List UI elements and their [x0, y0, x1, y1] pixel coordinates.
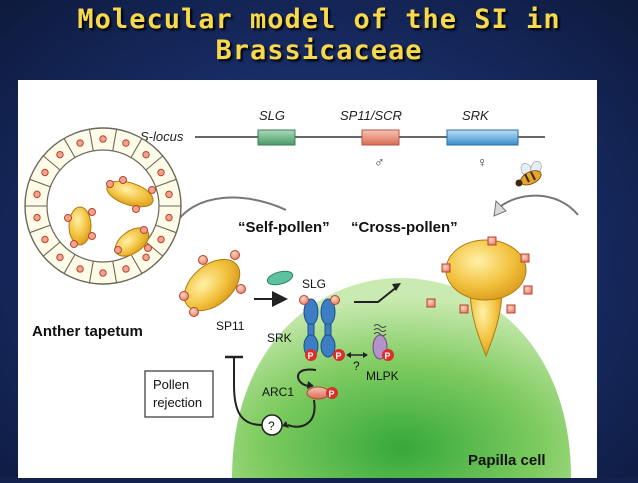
mlpk-phospho: P — [382, 349, 394, 361]
tapetum-cell-wall — [63, 254, 76, 274]
bee-to-cross-arrow — [495, 194, 579, 216]
gene-sp11-label: SP11/SCR — [340, 108, 402, 123]
tapetum-cell-nucleus — [56, 253, 64, 262]
arc1-activation-arrow — [297, 368, 317, 387]
tapetum-cell-nucleus — [33, 190, 41, 199]
sp11-label: SP11 — [216, 319, 245, 333]
tapetum-cell-wall — [42, 155, 61, 171]
tapetum-cell-wall — [63, 138, 76, 158]
tapetum-cell-wall — [130, 138, 143, 158]
anther-tapetum-label: Anther tapetum — [32, 323, 143, 340]
tapetum-cell-wall — [88, 261, 94, 283]
unknown-step-label: ? — [268, 419, 275, 433]
anther-pollen-grain — [106, 176, 156, 213]
cross-pollen-label: “Cross-pollen” — [351, 219, 458, 236]
tapetum-cell-nucleus — [122, 265, 130, 273]
arc1-to-unknown-arrow — [287, 399, 316, 428]
male-symbol: ♂ — [374, 154, 385, 170]
tapetum-cell-nucleus — [41, 235, 49, 244]
cross-pollen-accept-arrow — [354, 285, 399, 303]
srk-label: SRK — [267, 331, 292, 345]
svg-text:P: P — [329, 389, 335, 399]
tapetum-cell-wall — [112, 129, 118, 151]
pollen-rejection-line1: Pollen — [153, 377, 189, 392]
srk-phospho-left: P — [305, 349, 317, 361]
cross-sp11-ligand — [426, 298, 436, 308]
arc1-label: ARC1 — [262, 385, 294, 399]
pollen-rejection-box — [144, 370, 214, 418]
self-pollen-grain — [179, 250, 246, 317]
mlpk-label: MLPK — [366, 369, 399, 383]
tapetum-cell-wall — [130, 254, 143, 274]
anther-to-self-arrow — [172, 196, 287, 229]
sp11-gene-box — [361, 129, 400, 146]
tapetum-cell-wall — [42, 241, 61, 257]
tapetum-cell-nucleus — [157, 235, 165, 244]
srk-mlpk-question: ? — [353, 359, 360, 373]
bee-icon — [515, 160, 542, 187]
tapetum-cell-wall — [145, 155, 164, 171]
tapetum-cell-nucleus — [142, 150, 150, 159]
tapetum-cell-nucleus — [56, 150, 64, 159]
tapetum-cell-wall — [29, 224, 51, 234]
tapetum-cell-nucleus — [157, 168, 165, 177]
tapetum-cell-nucleus — [122, 139, 130, 147]
tapetum-cell-wall — [155, 178, 177, 188]
srk-gene-box — [446, 129, 519, 146]
si-model-diagram: S-locus SLG SP11/SCR SRK ♂ ♀ — [24, 108, 579, 478]
tapetum-cell-nucleus — [142, 253, 150, 262]
papilla-cell-label: Papilla cell — [468, 452, 546, 469]
arc1-protein — [306, 386, 330, 400]
pollen-rejection-line2: rejection — [153, 395, 202, 410]
slide-title-line1: Molecular model of the SI in — [77, 4, 561, 35]
svg-text:P: P — [336, 351, 342, 361]
tapetum-cell-nucleus — [165, 213, 173, 222]
anther-pollen-grain — [64, 206, 96, 248]
slide-title-line2: Brassicaceae — [215, 35, 423, 66]
tapetum-cell-wall — [112, 261, 118, 283]
cross-pollen-grain — [441, 236, 533, 358]
tapetum-cell-nucleus — [76, 139, 84, 147]
tapetum-cell-nucleus — [33, 213, 41, 222]
gene-slg-label: SLG — [259, 108, 285, 123]
tapetum-cell-wall — [29, 178, 51, 188]
tapetum-cell-nucleus — [165, 190, 173, 199]
tapetum-cell-nucleus — [99, 269, 107, 277]
slg-label: SLG — [302, 277, 326, 291]
inhibition-line — [233, 358, 263, 426]
gene-srk-label: SRK — [462, 108, 490, 123]
papilla-cell — [232, 278, 571, 478]
s-locus-label: S-locus — [140, 129, 184, 144]
tapetum-cell-wall — [88, 129, 94, 151]
arc1-phospho: P — [326, 387, 338, 399]
svg-text:P: P — [308, 351, 314, 361]
self-pollen-label: “Self-pollen” — [238, 219, 330, 236]
tapetum-cell-nucleus — [99, 135, 107, 143]
slide-title: Molecular model of the SI in Brassicacea… — [0, 4, 638, 66]
female-symbol: ♀ — [477, 154, 488, 170]
slg-protein — [266, 270, 294, 286]
tapetum-cell-wall — [155, 224, 177, 234]
anther-pollen-grain — [114, 226, 152, 257]
tapetum-cell-nucleus — [41, 168, 49, 177]
slg-gene-box — [257, 129, 296, 146]
tapetum-cell-nucleus — [76, 265, 84, 273]
svg-text:P: P — [385, 351, 391, 361]
figure-panel: S-locus SLG SP11/SCR SRK ♂ ♀ — [18, 80, 597, 478]
srk-phospho-right: P — [333, 349, 345, 361]
anther-tapetum — [24, 127, 182, 285]
